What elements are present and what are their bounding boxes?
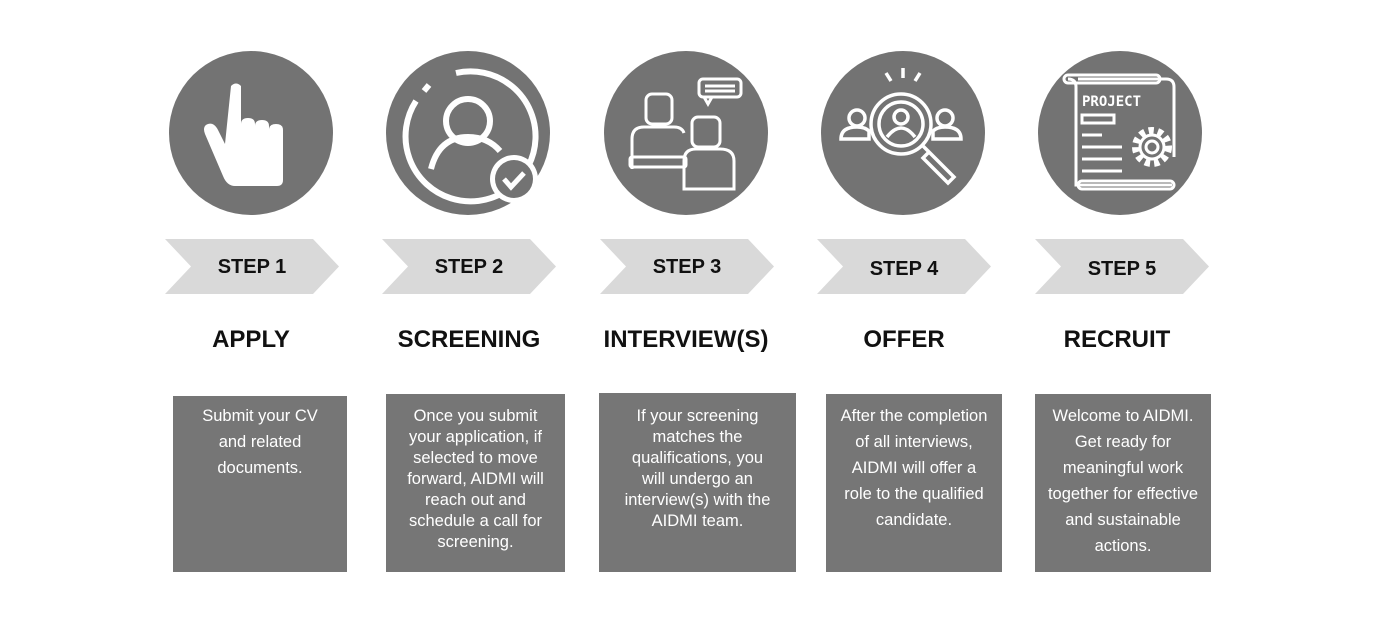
candidate-search-icon (821, 51, 985, 215)
step-label: STEP 5 (1087, 258, 1157, 280)
step-label: STEP 3 (652, 256, 722, 278)
step-title: OFFER (863, 326, 945, 353)
step-description: Submit your CV and related documents. (173, 396, 347, 572)
step-label: STEP 2 (434, 256, 504, 278)
step-4-chevron: STEP 4 (817, 239, 991, 294)
step-2-chevron: STEP 2 (382, 239, 556, 294)
interview-icon (604, 51, 768, 215)
step-description: After the completion of all interviews, … (826, 394, 1002, 572)
step-label: STEP 4 (869, 258, 939, 280)
step-1-chevron: STEP 1 (165, 239, 339, 294)
step-title: SCREENING (397, 326, 541, 353)
step-title: RECRUIT (1063, 326, 1171, 353)
pointing-hand-icon (169, 51, 333, 215)
step-5-chevron: STEP 5 (1035, 239, 1209, 294)
step-description: If your screening matches the qualificat… (599, 393, 796, 572)
project-document-icon: PROJECT (1038, 51, 1202, 215)
step-description: Welcome to AIDMI. Get ready for meaningf… (1035, 394, 1211, 572)
step-title: APPLY (212, 326, 290, 353)
user-check-icon (386, 51, 550, 215)
step-title: INTERVIEW(S) (603, 326, 769, 353)
step-3-chevron: STEP 3 (600, 239, 774, 294)
step-description: Once you submit your application, if sel… (386, 394, 565, 572)
project-label: PROJECT (1082, 94, 1141, 110)
step-label: STEP 1 (217, 256, 287, 278)
